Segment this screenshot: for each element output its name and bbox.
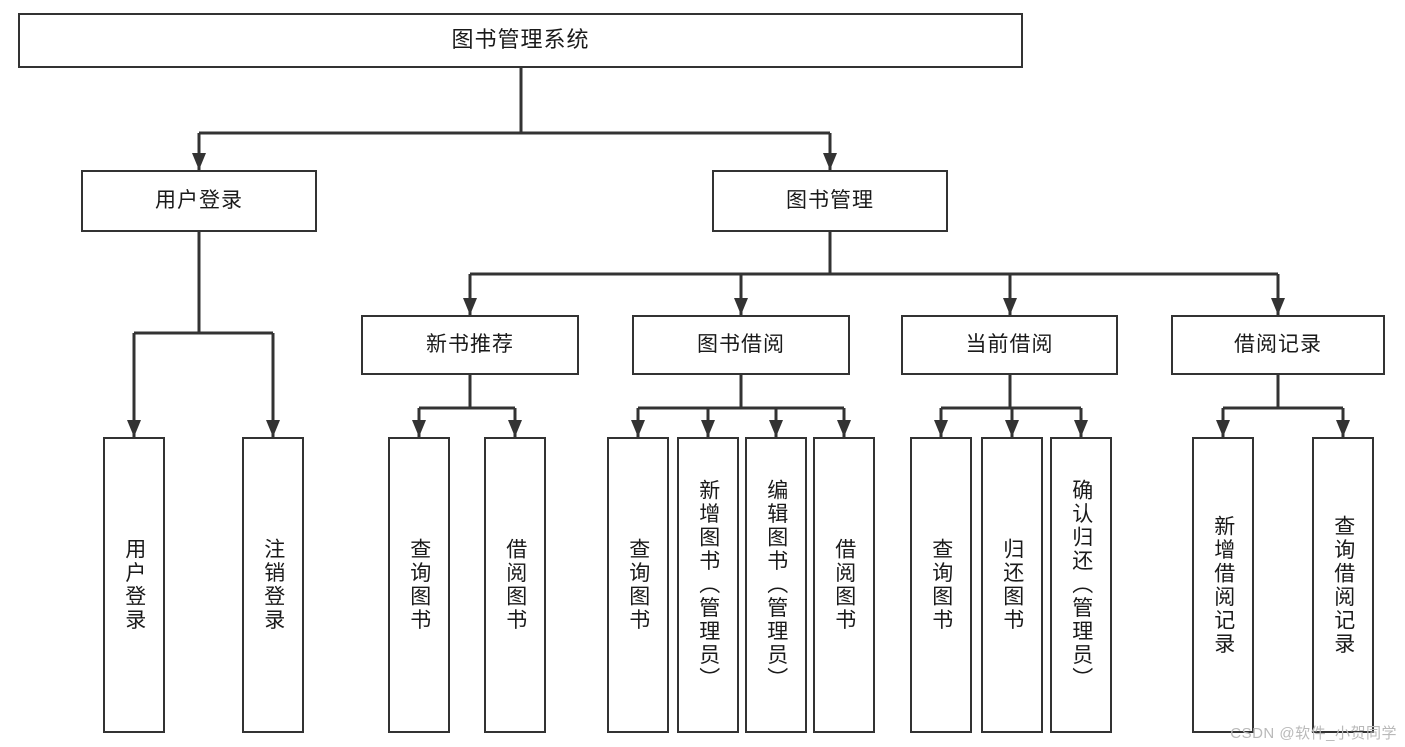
arrowhead: [1005, 420, 1019, 437]
node-c-return[interactable]: 归还图书: [981, 437, 1043, 733]
node-c-query[interactable]: 查询图书: [910, 437, 972, 733]
node-b-add[interactable]: 新增图书（管理员）: [677, 437, 739, 733]
node-login[interactable]: 用户登录: [81, 170, 317, 232]
arrowhead: [734, 298, 748, 315]
arrowhead: [823, 153, 837, 170]
node-label: 新增借阅记录: [1211, 514, 1235, 656]
node-current[interactable]: 当前借阅: [901, 315, 1118, 375]
arrowhead: [266, 420, 280, 437]
arrowhead: [1336, 420, 1350, 437]
arrowhead: [934, 420, 948, 437]
node-label: 用户登录: [122, 538, 146, 632]
watermark: CSDN @软件_小贺同学: [1230, 725, 1397, 742]
node-r-add[interactable]: 新增借阅记录: [1192, 437, 1254, 733]
node-c-confirm[interactable]: 确认归还（管理员）: [1050, 437, 1112, 733]
node-l-logout[interactable]: 注销登录: [242, 437, 304, 733]
arrowhead: [192, 153, 206, 170]
arrowhead: [463, 298, 477, 315]
node-label: 借阅图书: [832, 538, 856, 632]
node-label: 借阅记录: [1234, 333, 1322, 357]
node-l-login[interactable]: 用户登录: [103, 437, 165, 733]
node-b-borrow[interactable]: 借阅图书: [813, 437, 875, 733]
arrowhead: [1271, 298, 1285, 315]
arrowhead: [701, 420, 715, 437]
node-label: 注销登录: [261, 538, 285, 632]
node-root[interactable]: 图书管理系统: [18, 13, 1023, 68]
arrowhead: [127, 420, 141, 437]
node-borrow[interactable]: 图书借阅: [632, 315, 850, 375]
arrowhead: [1003, 298, 1017, 315]
node-label: 图书管理: [786, 189, 874, 213]
node-b-edit[interactable]: 编辑图书（管理员）: [745, 437, 807, 733]
node-label: 查询图书: [929, 538, 953, 632]
node-label: 查询图书: [407, 538, 431, 632]
node-label: 新增图书（管理员）: [696, 479, 720, 691]
node-label: 借阅图书: [503, 538, 527, 632]
node-label: 新书推荐: [426, 333, 514, 357]
arrowhead: [508, 420, 522, 437]
arrowhead: [412, 420, 426, 437]
arrowhead: [1074, 420, 1088, 437]
node-label: 查询借阅记录: [1331, 514, 1355, 656]
node-label: 确认归还（管理员）: [1069, 479, 1093, 691]
node-label: 图书借阅: [697, 333, 785, 357]
node-label: 图书管理系统: [451, 27, 590, 53]
node-r-query[interactable]: 查询借阅记录: [1312, 437, 1374, 733]
node-bookmgmt[interactable]: 图书管理: [712, 170, 948, 232]
node-b-query[interactable]: 查询图书: [607, 437, 669, 733]
arrowhead: [837, 420, 851, 437]
node-label: 当前借阅: [965, 333, 1054, 357]
node-n-query[interactable]: 查询图书: [388, 437, 450, 733]
node-label: 归还图书: [1000, 538, 1024, 632]
node-newbook[interactable]: 新书推荐: [361, 315, 579, 375]
node-label: 编辑图书（管理员）: [764, 479, 788, 691]
node-records[interactable]: 借阅记录: [1171, 315, 1385, 375]
arrowhead: [769, 420, 783, 437]
node-label: 用户登录: [155, 189, 243, 213]
node-label: 查询图书: [626, 538, 650, 632]
arrowhead: [1216, 420, 1230, 437]
arrowhead: [631, 420, 645, 437]
node-n-borrow[interactable]: 借阅图书: [484, 437, 546, 733]
